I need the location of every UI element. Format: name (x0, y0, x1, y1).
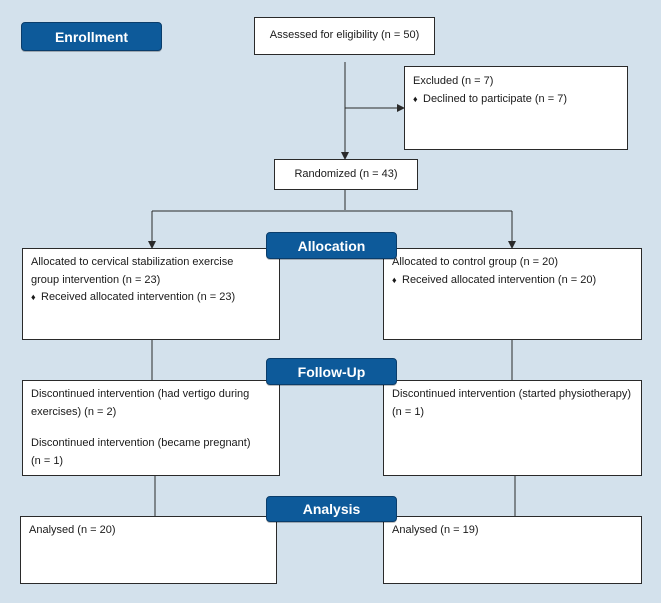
left-followup-item1-line2: exercises) (n = 2) (31, 405, 117, 418)
right-allocation-box: Allocated to control group (n = 20) ♦ Rec… (383, 248, 642, 340)
excluded-box: Excluded (n = 7) ♦ Declined to participat… (404, 66, 628, 150)
assessed-box: Assessed for eligibility (n = 50) (254, 17, 435, 55)
left-analysis-box: Analysed (n = 20) (20, 516, 277, 584)
right-followup-box: Discontinued intervention (started physi… (383, 380, 642, 476)
left-followup-box: Discontinued intervention (had vertigo d… (22, 380, 280, 476)
excluded-reason-item: ♦ Declined to participate (n = 7) (413, 91, 619, 109)
randomized-box: Randomized (n = 43) (274, 159, 418, 190)
assessed-text: Assessed for eligibility (n = 50) (269, 29, 420, 42)
stage-allocation: Allocation (266, 232, 397, 259)
randomized-text: Randomized (n = 43) (294, 167, 398, 180)
left-allocation-box: Allocated to cervical stabilization exer… (22, 248, 280, 340)
diamond-bullet-icon: ♦ (413, 93, 418, 104)
left-followup-item1-line1: Discontinued intervention (had vertigo d… (31, 388, 250, 400)
left-allocation-received-item: ♦ Received allocated intervention (n = 23… (31, 289, 271, 307)
right-allocation-received-text: Received allocated intervention (n = 20) (402, 273, 597, 286)
left-allocation-line2: group intervention (n = 23) (31, 273, 161, 286)
right-analysis-text: Analysed (n = 19) (392, 524, 479, 536)
excluded-reason-text: Declined to participate (n = 7) (423, 92, 567, 105)
right-followup-line1: Discontinued intervention (started physi… (392, 388, 632, 400)
stage-followup: Follow-Up (266, 358, 397, 385)
right-allocation-line1: Allocated to control group (n = 20) (392, 256, 559, 268)
stage-enrollment: Enrollment (21, 22, 162, 51)
left-followup-item2-line1: Discontinued intervention (became pregna… (31, 437, 251, 450)
left-allocation-received-text: Received allocated intervention (n = 23) (41, 291, 236, 304)
right-allocation-received-item: ♦ Received allocated intervention (n = 20… (392, 272, 633, 290)
right-followup-line2: (n = 1) (392, 405, 425, 418)
left-analysis-text: Analysed (n = 20) (29, 524, 116, 536)
stage-analysis: Analysis (266, 496, 397, 522)
diamond-bullet-icon: ♦ (392, 274, 397, 285)
left-allocation-line1: Allocated to cervical stabilization exer… (31, 256, 234, 268)
excluded-title: Excluded (n = 7) (413, 75, 494, 87)
right-analysis-box: Analysed (n = 19) (383, 516, 642, 584)
left-followup-item2-line2: (n = 1) (31, 454, 64, 467)
diamond-bullet-icon: ♦ (31, 292, 36, 303)
